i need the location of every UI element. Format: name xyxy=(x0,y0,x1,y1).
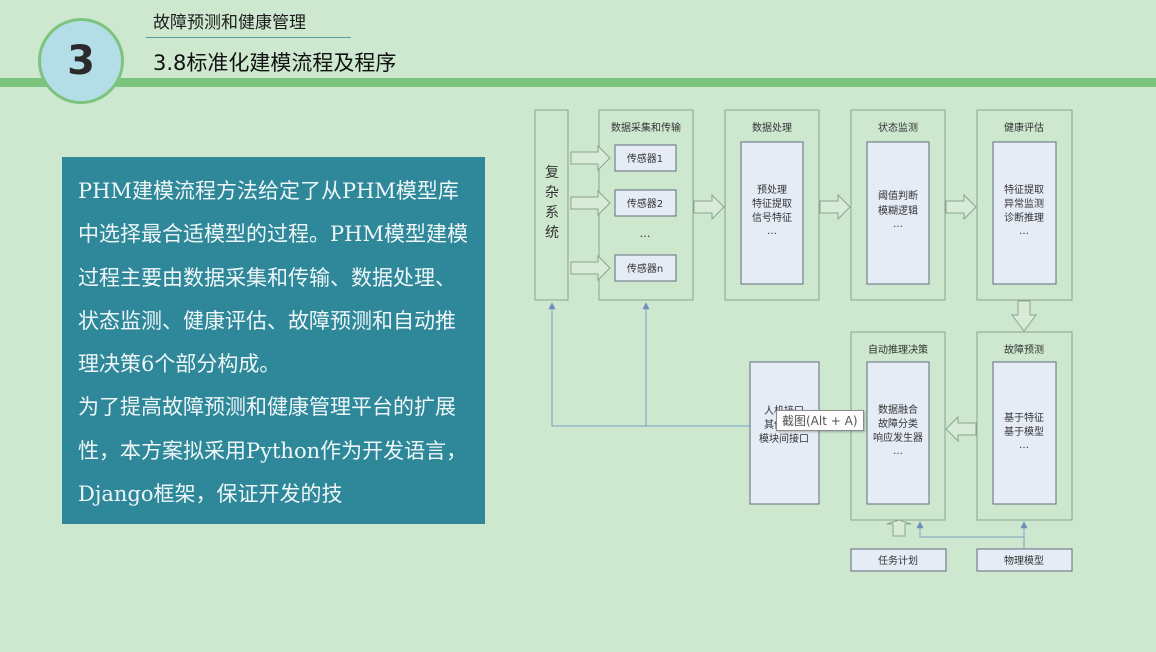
monitoring-line-1: 阈值判断 xyxy=(878,189,918,202)
description-textbox: PHM建模流程方法给定了从PHM模型库中选择最合适模型的过程。PHM模型建模过程… xyxy=(62,157,485,524)
decision-line-3: 响应发生器 xyxy=(873,431,923,444)
sensor-1-box xyxy=(614,144,677,172)
health-line-1: 特征提取 xyxy=(1004,184,1044,196)
decision-label: 自动推理决策 xyxy=(868,343,928,356)
section-number: 3 xyxy=(67,38,95,84)
sensor-2-label: 传感器2 xyxy=(627,197,663,210)
description-paragraph-1: PHM建模流程方法给定了从PHM模型库中选择最合适模型的过程。PHM模型建模过程… xyxy=(78,179,468,377)
sensor-n-label: 传感器n xyxy=(627,262,663,275)
prognosis-line-1: 基于特征 xyxy=(1004,411,1044,424)
monitoring-line-3: … xyxy=(893,219,903,230)
processing-label: 数据处理 xyxy=(752,121,792,134)
sensor-2-box xyxy=(614,189,677,217)
decision-inner-box xyxy=(866,361,930,505)
decision-line-1: 数据融合 xyxy=(878,403,918,416)
task-plan-label: 任务计划 xyxy=(878,554,918,567)
stage-flow-arrows xyxy=(693,193,1037,537)
prognosis-line-2: 基于模型 xyxy=(1004,425,1044,438)
feedback-lines xyxy=(548,302,1028,549)
header-band xyxy=(0,78,1156,87)
sensor-n-box xyxy=(614,254,677,282)
prognosis-label: 故障预测 xyxy=(1004,343,1044,356)
title-divider xyxy=(146,37,351,38)
phm-flow-diagram: 复 杂 系 统 数据采集和传输 传感器1 传感器2 … 传感器n 数据处理 预处… xyxy=(534,109,1073,572)
complex-system-box xyxy=(534,109,569,301)
acquisition-label: 数据采集和传输 xyxy=(611,121,681,134)
physical-model-label: 物理模型 xyxy=(1004,554,1044,567)
description-paragraph-2: 为了提高故障预测和健康管理平台的扩展性，本方案拟采用Python作为开发语言，D… xyxy=(78,395,468,507)
section-subtitle: 故障预测和健康管理 xyxy=(153,13,306,33)
processing-inner-box xyxy=(740,141,804,285)
decision-line-2: 故障分类 xyxy=(878,417,918,430)
interface-line-3: 模块间接口 xyxy=(759,432,809,445)
complex-system-char-2: 杂 xyxy=(545,185,559,201)
complex-system-char-4: 统 xyxy=(545,225,559,241)
prognosis-inner-box xyxy=(992,361,1057,505)
page-title: 3.8标准化建模流程及程序 xyxy=(153,51,397,75)
health-line-4: … xyxy=(1019,226,1029,237)
section-number-badge: 3 xyxy=(38,18,124,104)
monitoring-stage-box xyxy=(850,109,946,301)
health-inner-box xyxy=(992,141,1057,285)
health-line-3: 诊断推理 xyxy=(1004,211,1044,224)
system-to-sensor-arrows xyxy=(570,144,611,282)
monitoring-line-2: 模糊逻辑 xyxy=(878,204,918,217)
decision-line-4: … xyxy=(893,446,903,457)
prognosis-line-3: … xyxy=(1019,440,1029,451)
interface-box xyxy=(749,361,820,505)
screenshot-tooltip: 截图(Alt + A) xyxy=(776,410,864,431)
processing-line-1: 预处理 xyxy=(757,184,787,196)
health-line-2: 异常监测 xyxy=(1004,197,1044,210)
complex-system-char-3: 系 xyxy=(545,205,559,221)
complex-system-char-1: 复 xyxy=(545,164,559,181)
sensor-1-label: 传感器1 xyxy=(627,152,663,165)
processing-line-3: 信号特征 xyxy=(752,212,792,224)
monitoring-label: 状态监测 xyxy=(878,121,918,134)
processing-line-2: 特征提取 xyxy=(752,198,792,210)
processing-stage-box xyxy=(724,109,820,301)
health-stage-box xyxy=(976,109,1073,301)
processing-line-4: … xyxy=(767,226,777,237)
sensor-ellipsis: … xyxy=(640,227,651,240)
task-plan-box xyxy=(850,548,947,572)
monitoring-inner-box xyxy=(866,141,930,285)
prognosis-stage-box xyxy=(976,331,1073,521)
health-label: 健康评估 xyxy=(1004,121,1044,134)
